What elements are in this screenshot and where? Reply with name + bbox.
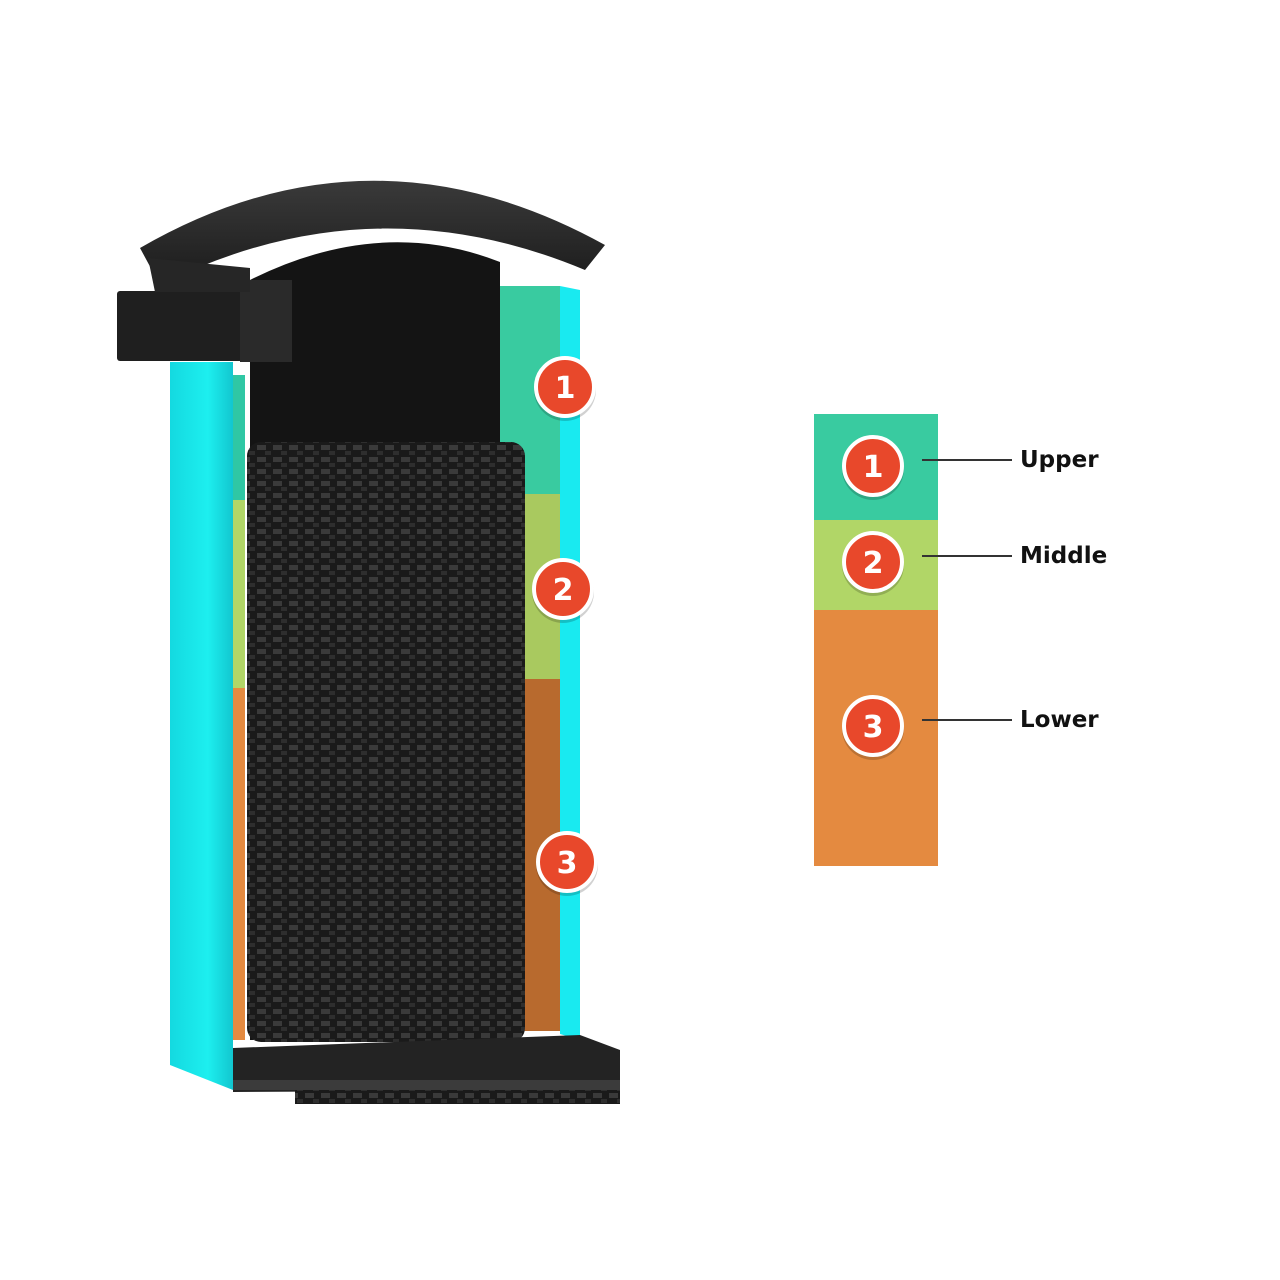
badge-number: 3 [863, 710, 884, 745]
left-layer-upper [233, 375, 245, 500]
legend-label: Upper [1020, 447, 1099, 473]
legend-badge-3: 3 [842, 695, 904, 760]
base-plate-ridges [295, 1090, 620, 1104]
number-badge-icon [532, 558, 594, 620]
badge-number: 1 [555, 371, 576, 406]
cartridge-body [117, 180, 620, 1104]
badge-number: 2 [553, 573, 574, 608]
left-layer-middle [233, 500, 245, 688]
legend-item-upper: 1 Upper [842, 435, 1099, 500]
dome-rim [148, 258, 250, 292]
legend-label: Middle [1020, 543, 1107, 569]
callout-badge-3: 3 [536, 831, 598, 896]
number-badge-icon [842, 435, 904, 497]
callout-badge-1: 1 [534, 356, 596, 421]
left-shell [170, 362, 233, 1090]
number-badge-icon [842, 531, 904, 593]
dome-cap [140, 180, 605, 285]
badge-number: 1 [863, 450, 884, 485]
legend-item-middle: 2 Middle [842, 531, 1107, 596]
badge-number: 2 [863, 546, 884, 581]
left-layer-lower [233, 688, 245, 1040]
callout-badge-2: 2 [532, 558, 594, 623]
side-outlet-ring [240, 280, 292, 362]
number-badge-icon [534, 356, 596, 418]
base-plate-edge [233, 1080, 620, 1090]
badge-number: 3 [557, 846, 578, 881]
mesh-core [247, 442, 525, 1042]
base-plate [233, 1035, 620, 1092]
legend-item-lower: 3 Lower [842, 695, 1099, 760]
legend-badge-2: 2 [842, 531, 904, 596]
number-badge-icon [842, 695, 904, 757]
number-badge-icon [536, 831, 598, 893]
legend-label: Lower [1020, 707, 1099, 733]
callout-badges: 1 2 3 [532, 356, 598, 896]
legend-badge-1: 1 [842, 435, 904, 500]
layer-legend: 1 Upper 2 Middle 3 Lower [814, 414, 1107, 866]
